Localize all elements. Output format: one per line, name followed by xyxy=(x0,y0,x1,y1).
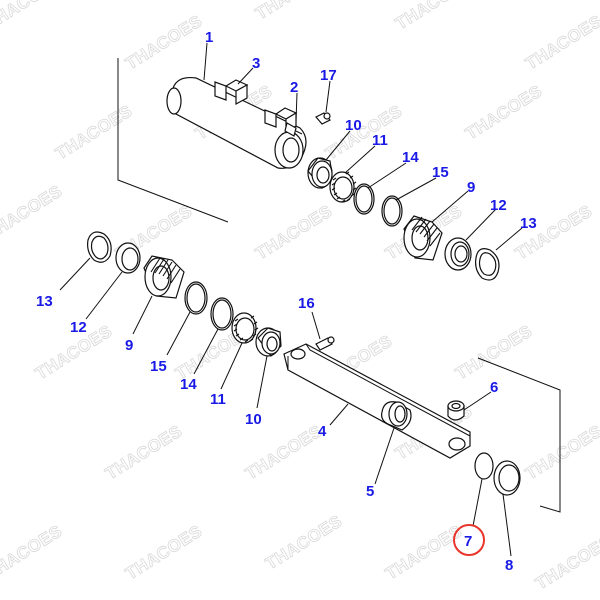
watermark-text: THACOES xyxy=(512,201,596,263)
part-labels: 1 3 2 17 10 11 14 15 9 12 13 13 12 9 15 … xyxy=(36,29,537,574)
watermark-text: THACOES xyxy=(0,181,66,243)
label-part-9-lower: 9 xyxy=(125,337,133,354)
label-part-5: 5 xyxy=(366,483,374,500)
grease-fitting-16 xyxy=(315,336,335,351)
watermark-text: THACOES xyxy=(392,0,476,33)
backup-ring-15-upper-inner xyxy=(383,197,401,225)
dust-seal-8 xyxy=(493,460,521,496)
leader-lines xyxy=(59,42,523,557)
label-part-6: 6 xyxy=(490,379,498,396)
watermark-text: THACOES xyxy=(262,511,346,573)
watermark-text: THACOES xyxy=(452,321,536,383)
pin-bushing-6 xyxy=(447,400,465,421)
label-part-13-upper: 13 xyxy=(520,215,537,232)
snap-ring-13-lower xyxy=(87,231,112,263)
label-part-17: 17 xyxy=(320,67,337,84)
watermark-text: THACOES xyxy=(122,11,206,73)
label-part-10-lower: 10 xyxy=(245,411,262,428)
label-part-9-upper: 9 xyxy=(467,179,475,196)
label-part-11-lower: 11 xyxy=(210,391,226,408)
watermark-text: THACOES xyxy=(522,421,600,483)
mounting-plane-upper xyxy=(117,58,229,223)
label-part-15-upper: 15 xyxy=(432,164,449,181)
bushing-lower xyxy=(255,327,282,357)
label-part-10-upper: 10 xyxy=(345,117,362,134)
watermark-text: THACOES xyxy=(0,0,66,33)
label-part-12-upper: 12 xyxy=(490,197,507,214)
watermark-text: THACOES xyxy=(122,521,206,583)
watermark-text: THACOES xyxy=(462,81,546,143)
label-part-15-lower: 15 xyxy=(150,358,167,375)
label-part-14-upper: 14 xyxy=(402,149,419,166)
watermark-text: THACOES xyxy=(52,101,136,163)
highlight-circle xyxy=(453,524,485,556)
watermark-text: THACOES xyxy=(252,201,336,263)
label-part-1: 1 xyxy=(205,29,213,46)
seal-12-upper xyxy=(444,237,472,271)
label-part-16: 16 xyxy=(298,295,315,312)
o-ring-14-lower-inner xyxy=(212,299,232,329)
bushing-upper xyxy=(307,157,333,189)
watermark-text: THACOES xyxy=(102,421,186,483)
label-part-12-lower: 12 xyxy=(70,319,87,336)
watermark-text: THACOES xyxy=(322,101,406,163)
watermark-text: THACOES xyxy=(532,531,600,593)
label-part-11-upper: 11 xyxy=(372,132,388,149)
o-ring-7 xyxy=(474,452,494,480)
seal-12-lower xyxy=(115,242,141,274)
o-ring-14-upper-inner xyxy=(355,185,373,213)
piston-lower xyxy=(143,255,185,299)
label-part-4: 4 xyxy=(318,423,327,440)
label-part-2: 2 xyxy=(290,79,298,96)
cylinder-tube xyxy=(166,76,307,169)
label-part-14-lower: 14 xyxy=(180,376,197,393)
watermark-text: THACOES xyxy=(0,521,66,583)
label-part-13-lower: 13 xyxy=(36,293,53,310)
label-part-8: 8 xyxy=(505,557,513,574)
dust-ring-lower xyxy=(231,312,259,344)
dust-ring-upper xyxy=(329,171,357,203)
backup-ring-15-lower-inner xyxy=(186,283,206,313)
snap-ring-13-upper xyxy=(475,248,500,281)
watermark-text: THACOES xyxy=(252,0,336,23)
watermark-text: THACOES xyxy=(382,521,466,583)
label-part-7: 7 xyxy=(464,533,472,550)
mounting-plane-lower xyxy=(477,357,561,513)
watermark-text: THACOES xyxy=(522,11,600,73)
grease-nipple xyxy=(315,112,331,125)
piston-rod xyxy=(283,343,471,459)
piston-upper xyxy=(403,215,443,261)
watermark-text: THACOES xyxy=(242,421,326,483)
label-part-3: 3 xyxy=(252,55,260,72)
